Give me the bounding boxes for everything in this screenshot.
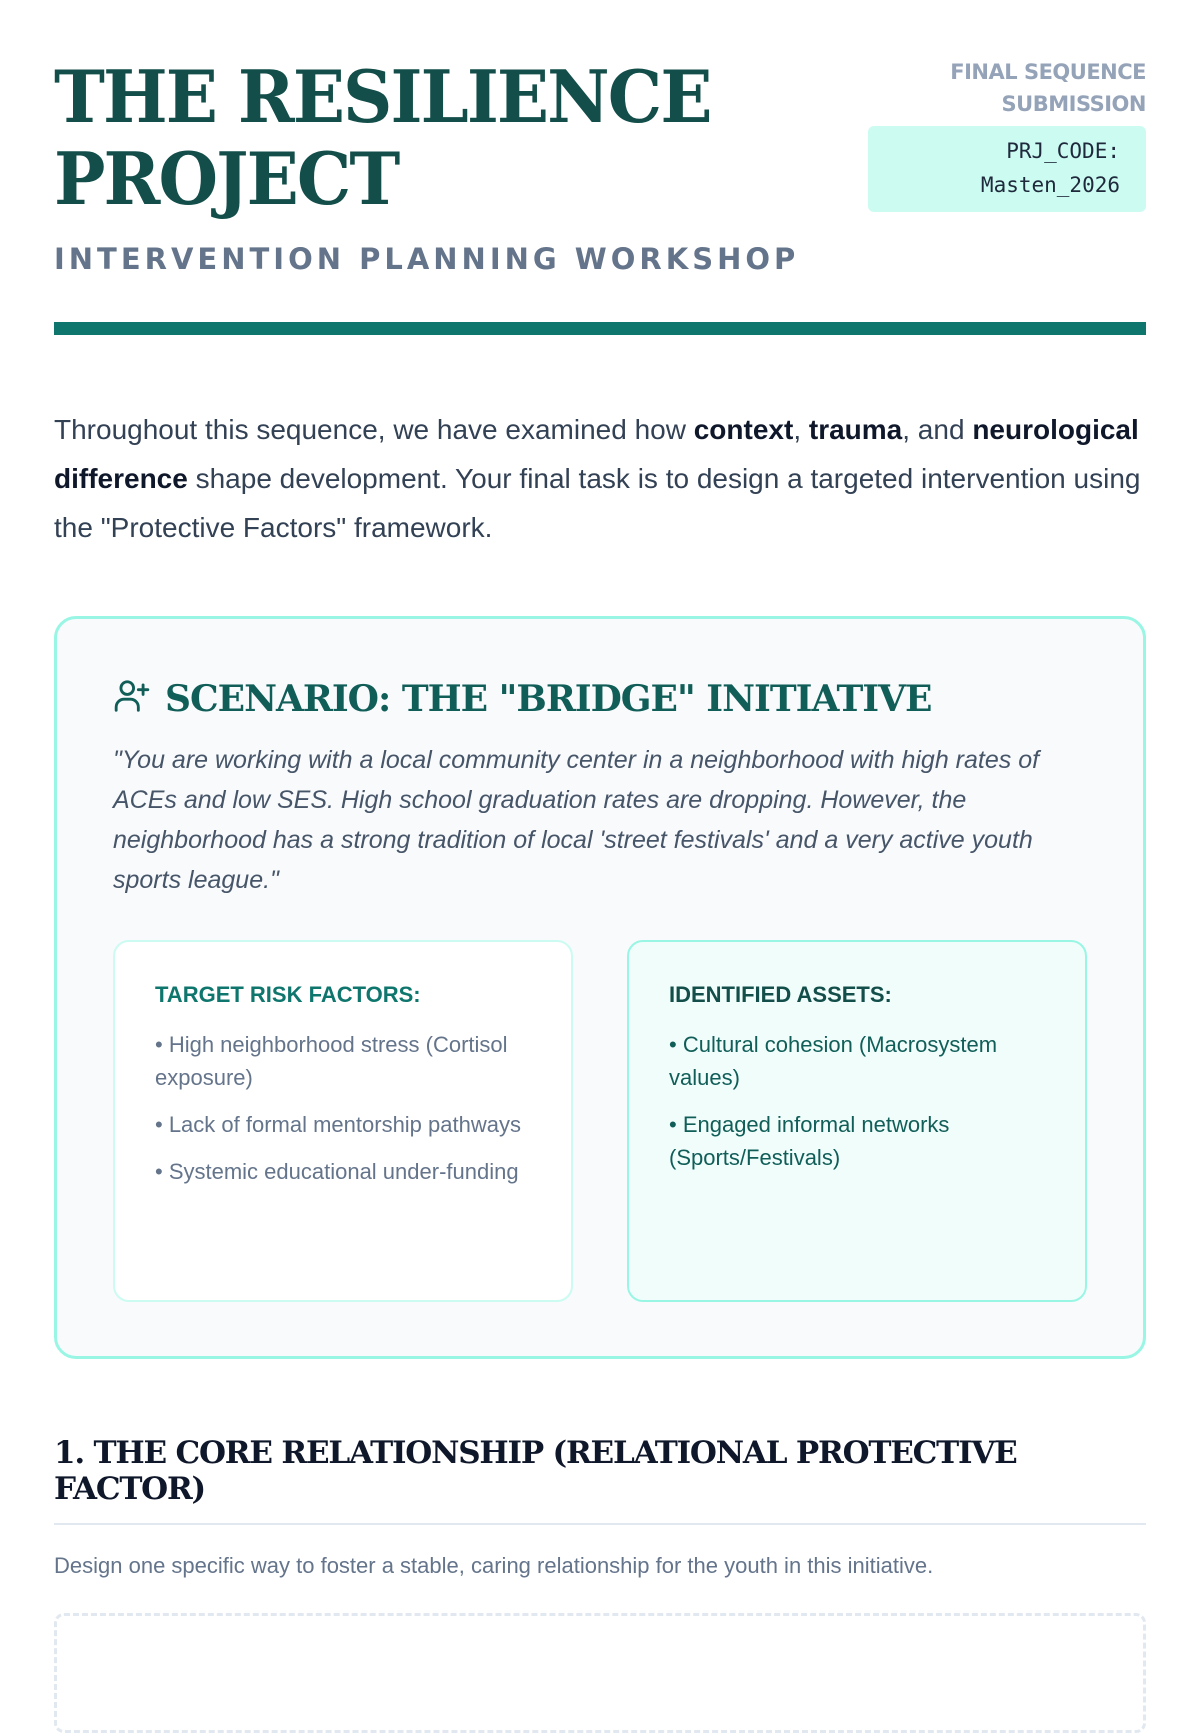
code-label: PRJ_CODE: xyxy=(1006,139,1120,163)
risk-factors-card: TARGET RISK FACTORS: • High neighborhood… xyxy=(113,940,573,1302)
header-divider xyxy=(54,322,1146,335)
risk-factors-list: • High neighborhood stress (Cortisol exp… xyxy=(155,1028,531,1188)
list-item: • Engaged informal networks (Sports/Fest… xyxy=(669,1112,950,1170)
header: THE RESILIENCE PROJECT INTERVENTION PLAN… xyxy=(54,56,1147,277)
title-line-1: THE RESILIENCE xyxy=(54,54,712,139)
scenario-card: SCENARIO: THE "BRIDGE" INITIATIVE "You a… xyxy=(54,616,1146,1359)
title-line-2: PROJECT xyxy=(54,136,400,221)
assets-heading: IDENTIFIED ASSETS: xyxy=(669,982,892,1007)
factor-columns: TARGET RISK FACTORS: • High neighborhood… xyxy=(113,940,1087,1302)
scenario-quote: "You are working with a local community … xyxy=(113,746,1040,894)
scenario-header: SCENARIO: THE "BRIDGE" INITIATIVE xyxy=(113,677,1087,720)
intro-text: Throughout this sequence, we have examin… xyxy=(54,414,694,445)
section-1-description: Design one specific way to foster a stab… xyxy=(54,1553,934,1578)
assets-card: IDENTIFIED ASSETS: • Cultural cohesion (… xyxy=(627,940,1087,1302)
intro-bold: context xyxy=(693,414,794,445)
risk-factors-heading: TARGET RISK FACTORS: xyxy=(155,982,421,1007)
list-item: • Cultural cohesion (Macrosystem values) xyxy=(669,1032,998,1090)
section-1-title: 1. THE CORE RELATIONSHIP (RELATIONAL PRO… xyxy=(54,1435,1146,1525)
code-value: Masten_2026 xyxy=(980,173,1120,197)
page-subtitle: INTERVENTION PLANNING WORKSHOP xyxy=(54,242,800,276)
page-title: THE RESILIENCE PROJECT xyxy=(54,56,762,220)
intro-bold: trauma xyxy=(808,414,903,445)
list-item: • Systemic educational under-funding xyxy=(155,1159,519,1184)
submission-meta: FINAL SEQUENCE SUBMISSION PRJ_CODE: Mast… xyxy=(868,56,1147,212)
assets-list: • Cultural cohesion (Macrosystem values)… xyxy=(669,1028,1045,1174)
list-item: • High neighborhood stress (Cortisol exp… xyxy=(155,1032,508,1090)
meta-label-2: SUBMISSION xyxy=(1001,92,1147,116)
user-plus-icon xyxy=(113,677,151,720)
list-item: • Lack of formal mentorship pathways xyxy=(155,1112,521,1137)
intro-text: shape development. Your final task is to… xyxy=(54,463,1141,543)
scenario-title: SCENARIO: THE "BRIDGE" INITIATIVE xyxy=(165,677,932,720)
title-block: THE RESILIENCE PROJECT INTERVENTION PLAN… xyxy=(54,56,800,277)
intro-text: , and xyxy=(902,414,973,445)
section-1-answer-area[interactable] xyxy=(54,1613,1146,1733)
intro-paragraph: Throughout this sequence, we have examin… xyxy=(54,405,1146,552)
meta-label-1: FINAL SEQUENCE xyxy=(950,60,1146,84)
intro-text: , xyxy=(793,414,809,445)
intro-bold: neurological difference xyxy=(54,414,1139,494)
project-code-badge: PRJ_CODE: Masten_2026 xyxy=(868,126,1146,212)
